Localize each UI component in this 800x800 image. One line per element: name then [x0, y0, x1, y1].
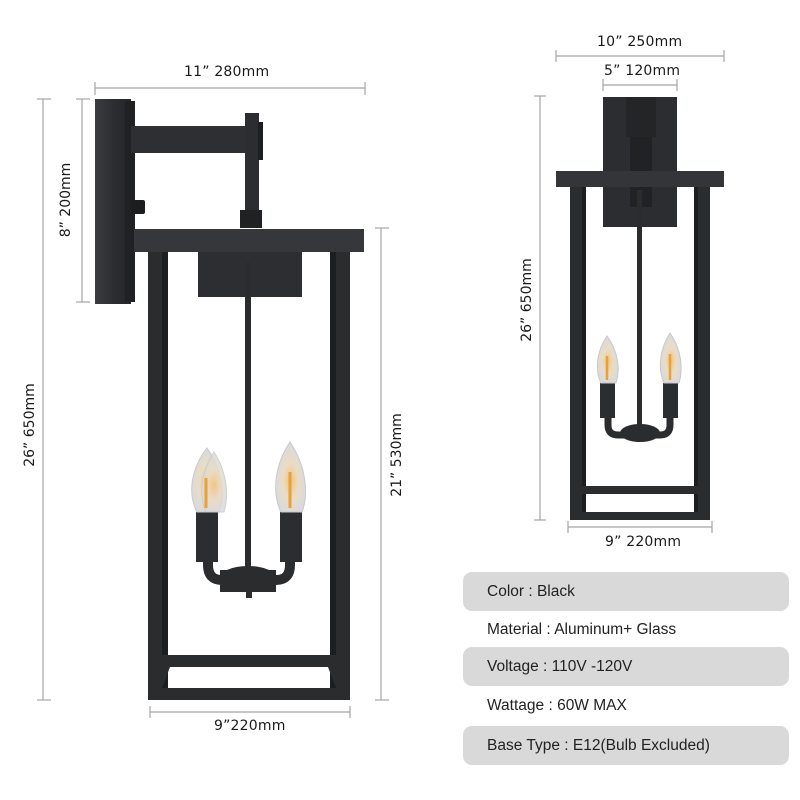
- spec-voltage: Voltage : 110V -120V: [463, 647, 789, 686]
- spec-material-text: Material : Aluminum+ Glass: [487, 620, 677, 638]
- side-base-width-label: 9”220mm: [214, 718, 286, 734]
- front-total-height-label: 26” 650mm: [519, 258, 535, 342]
- spec-base-type: Base Type : E12(Bulb Excluded): [463, 726, 789, 765]
- side-total-height-label: 26” 650mm: [22, 383, 38, 467]
- spec-base-type-text: Base Type : E12(Bulb Excluded): [487, 736, 710, 754]
- side-arm-height-label: 8” 200mm: [58, 162, 74, 238]
- side-dimension-lines: [37, 82, 389, 718]
- front-top-width-label: 10” 250mm: [597, 34, 683, 50]
- side-width-label: 11” 280mm: [184, 64, 270, 80]
- side-view-fixture: [95, 99, 364, 700]
- side-body-height-label: 21” 530mm: [389, 413, 405, 497]
- front-dimension-lines: [534, 50, 725, 533]
- front-view-fixture: [556, 97, 724, 520]
- front-base-width-label: 9” 220mm: [605, 534, 682, 550]
- spec-color-text: Color : Black: [487, 582, 575, 600]
- spec-wattage: Wattage : 60W MAX: [463, 686, 789, 725]
- spec-wattage-text: Wattage : 60W MAX: [487, 696, 627, 714]
- front-backplate-width-label: 5” 120mm: [604, 63, 681, 79]
- spec-voltage-text: Voltage : 110V -120V: [487, 657, 633, 675]
- spec-color: Color : Black: [463, 572, 789, 611]
- spec-material: Material : Aluminum+ Glass: [463, 610, 789, 649]
